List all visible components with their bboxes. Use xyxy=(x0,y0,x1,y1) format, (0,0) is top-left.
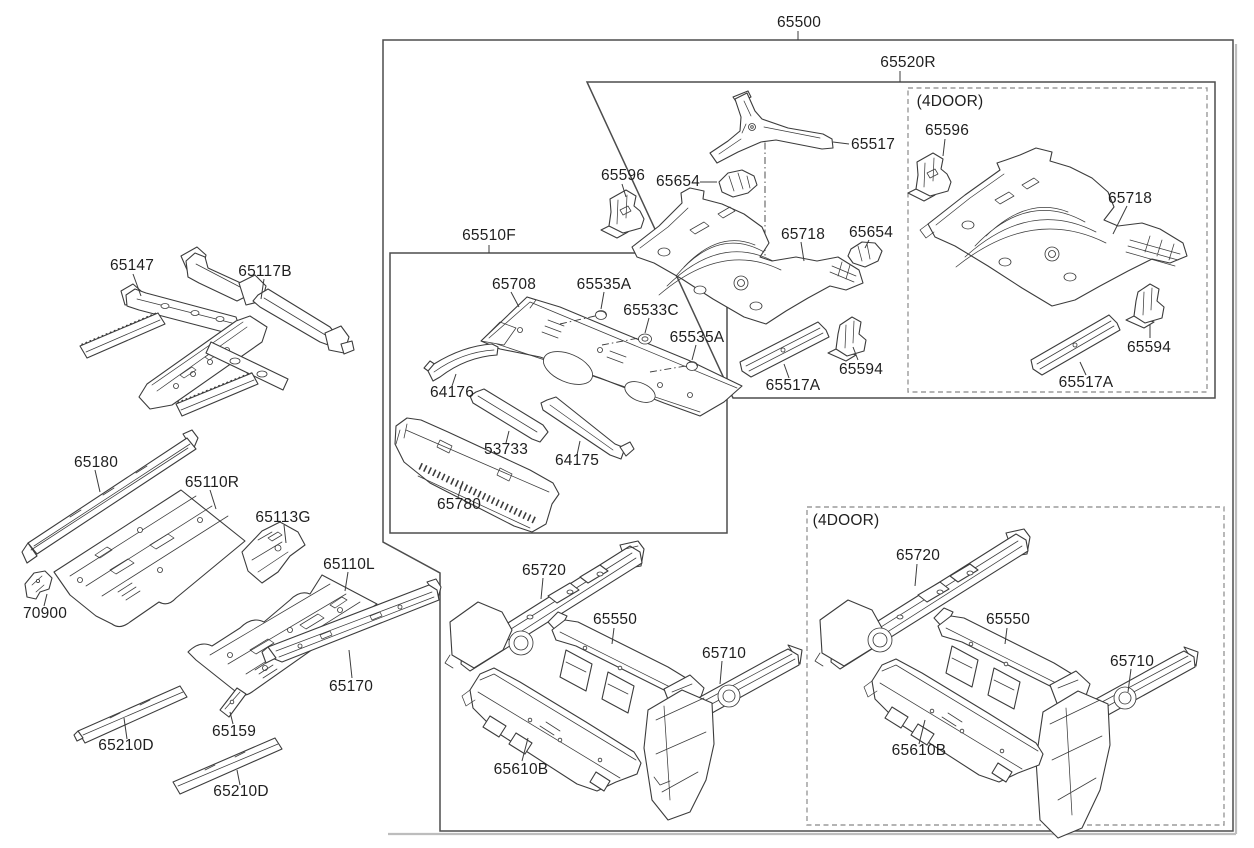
label-65596: 65596 xyxy=(601,167,645,184)
label-64176: 64176 xyxy=(430,384,474,401)
part-65710-drawing xyxy=(643,644,803,821)
label-65517a-4door: 65517A xyxy=(1059,374,1114,391)
label-65147: 65147 xyxy=(110,257,154,274)
part-65159-drawing xyxy=(219,687,247,718)
leader-lines xyxy=(43,31,1151,786)
label-4door-rear-rails: (4DOOR) xyxy=(813,512,880,529)
part-65710-4door-drawing xyxy=(1035,646,1199,839)
label-65594-4door: 65594 xyxy=(1127,339,1171,356)
part-65718-4door-drawing xyxy=(919,147,1188,307)
part-65180-drawing xyxy=(21,429,199,564)
part-65117b-drawing xyxy=(180,246,355,355)
label-65110l: 65110L xyxy=(323,556,375,573)
box-4door-rear-rails xyxy=(806,506,1225,826)
label-65708: 65708 xyxy=(492,276,536,293)
part-65533c-clip-drawing xyxy=(638,333,652,345)
label-65117b: 65117B xyxy=(238,263,292,280)
part-65170-drawing xyxy=(261,578,442,664)
part-65720-4door-drawing xyxy=(814,528,1031,670)
part-65517a-drawing xyxy=(739,321,830,378)
label-65159: 65159 xyxy=(212,723,256,740)
outer-box-65500 xyxy=(382,39,1234,832)
label-4door-rear-floor: (4DOOR) xyxy=(917,93,984,110)
part-65596-drawing xyxy=(600,189,645,239)
part-65517-drawing xyxy=(709,90,834,164)
label-65610b-4door: 65610B xyxy=(892,742,947,759)
label-65654-left: 65654 xyxy=(656,173,700,190)
part-65596-4door-drawing xyxy=(907,152,952,202)
part-65210d-front-drawing xyxy=(73,685,188,744)
label-65654-right: 65654 xyxy=(849,224,893,241)
outer-box-shadow xyxy=(388,44,1238,836)
label-70900: 70900 xyxy=(23,605,67,622)
label-65533c: 65533C xyxy=(623,302,679,319)
label-65170: 65170 xyxy=(329,678,373,695)
part-labels: 65500 65520R (4DOOR) 65517 65596 65654 6… xyxy=(23,14,1171,800)
part-65610b-drawing xyxy=(461,667,642,792)
part-53733-drawing xyxy=(469,388,549,443)
part-65654-left-drawing xyxy=(718,169,758,198)
label-65517: 65517 xyxy=(851,136,895,153)
part-65147-drawing xyxy=(120,283,241,335)
box-4door-rear-floor xyxy=(907,87,1208,393)
label-65510f: 65510F xyxy=(462,227,516,244)
label-65110r: 65110R xyxy=(185,474,239,491)
label-65113g: 65113G xyxy=(255,509,310,526)
label-65180: 65180 xyxy=(74,454,118,471)
label-65535a-2: 65535A xyxy=(670,329,725,346)
label-65710: 65710 xyxy=(702,645,746,662)
label-53733: 53733 xyxy=(484,441,528,458)
part-65610b-4door-drawing xyxy=(863,658,1044,783)
box-65520r xyxy=(585,81,1216,399)
part-70900-drawing xyxy=(24,570,53,600)
part-65594-4door-drawing xyxy=(1125,283,1165,329)
label-65517a: 65517A xyxy=(766,377,821,394)
part-65594-drawing xyxy=(827,316,867,362)
part-front-seat-crossmember-drawing xyxy=(79,311,289,417)
label-65720: 65720 xyxy=(522,562,566,579)
label-65596-4door: 65596 xyxy=(925,122,969,139)
part-65654-right-drawing xyxy=(847,241,883,268)
label-65710-4door: 65710 xyxy=(1110,653,1154,670)
label-65535a-1: 65535A xyxy=(577,276,632,293)
part-65550-drawing xyxy=(547,611,705,714)
label-65718-4door: 65718 xyxy=(1108,190,1152,207)
label-65520r: 65520R xyxy=(880,54,936,71)
part-65780-drawing xyxy=(394,417,560,533)
label-65550-4door: 65550 xyxy=(986,611,1030,628)
part-65210d-rear-drawing xyxy=(172,737,283,795)
label-65610b: 65610B xyxy=(494,761,549,778)
part-65535a-clip-lower-drawing xyxy=(686,361,698,371)
part-64176-drawing xyxy=(423,343,499,382)
label-64175: 64175 xyxy=(555,452,599,469)
label-65720-4door: 65720 xyxy=(896,547,940,564)
part-64175-drawing xyxy=(540,396,635,460)
part-65718-drawing xyxy=(631,187,864,325)
label-65718: 65718 xyxy=(781,226,825,243)
label-65210d-1: 65210D xyxy=(98,737,154,754)
part-65517a-4door-drawing xyxy=(1030,314,1121,376)
clip-reference-lines xyxy=(559,315,687,373)
part-65110r-drawing xyxy=(53,489,246,628)
label-65500: 65500 xyxy=(777,14,821,31)
label-65550: 65550 xyxy=(593,611,637,628)
part-65113g-drawing xyxy=(241,521,306,584)
label-65210d-2: 65210D xyxy=(213,783,269,800)
label-65780: 65780 xyxy=(437,496,481,513)
part-65720-drawing xyxy=(444,540,645,672)
part-65535a-clip-upper-drawing xyxy=(595,310,607,320)
part-65708-drawing xyxy=(480,296,743,417)
label-65594: 65594 xyxy=(839,361,883,378)
